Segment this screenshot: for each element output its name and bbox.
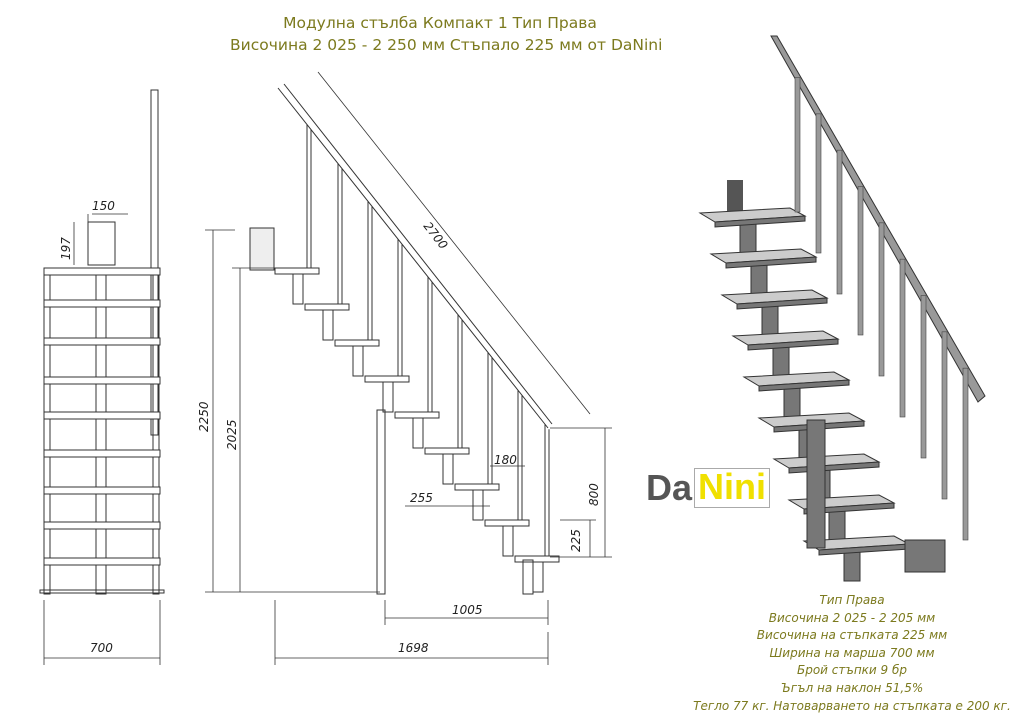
iso-tread-edge	[736, 297, 828, 310]
iso-tread-edge	[725, 256, 817, 269]
end-leg	[522, 559, 534, 595]
iso-tread-edge	[803, 502, 895, 515]
step-front	[43, 267, 161, 276]
handrail-top	[283, 83, 553, 425]
floor-plate	[39, 589, 165, 594]
iso-baluster	[857, 186, 864, 336]
side-view	[249, 83, 560, 595]
spec-type: Тип Права	[819, 593, 885, 607]
dim-rail-length: 2700	[421, 219, 451, 252]
spec-angle: Ъгъл на наклон 51,5%	[780, 680, 924, 695]
handrail	[277, 87, 549, 429]
iso-baluster	[836, 149, 843, 295]
wall-block	[249, 227, 275, 271]
title-line-1: Модулна стълба Компакт 1 Тип Права	[283, 14, 597, 32]
specs-list: Тип Права Височина 2 025 - 2 205 мм Висо…	[680, 592, 1024, 715]
title-line-2: Височина 2 025 - 2 250 мм Стъпало 225 мм…	[230, 36, 663, 54]
support-column	[376, 409, 386, 595]
tread	[424, 447, 470, 455]
dim-base-length: 1005	[452, 603, 483, 617]
tread	[454, 483, 500, 491]
step-front	[43, 376, 161, 385]
stringer-module	[532, 561, 544, 593]
iso-tread-edge	[714, 215, 806, 228]
iso-column	[806, 419, 826, 549]
spec-step-count: Брой стъпки 9 бр	[796, 663, 908, 678]
danini-logo: Da Nini	[646, 467, 771, 508]
stringer-module	[382, 381, 394, 413]
spec-weight: Тегло 77 кг. Натоварването на стъпката е…	[693, 698, 1011, 713]
stringer-module	[352, 345, 364, 377]
iso-base	[904, 539, 946, 573]
iso-tread-edge	[747, 338, 839, 351]
dim-march-width: 700	[90, 641, 113, 655]
step-front	[43, 486, 161, 495]
dim-tread-overhang: 180	[494, 453, 517, 467]
step-front	[43, 337, 161, 346]
iso-baluster	[899, 258, 906, 418]
stringer-module	[292, 273, 304, 305]
spec-height: Височина 2 025 - 2 205 мм	[768, 610, 936, 625]
isometric-view	[698, 35, 986, 582]
tread	[394, 411, 440, 419]
dim-step-height: 225	[569, 529, 583, 552]
stringer-module	[502, 525, 514, 557]
dim-post-height: 800	[587, 483, 601, 506]
step-front	[43, 411, 161, 420]
dim-tread-depth: 255	[410, 491, 433, 505]
step-front	[43, 449, 161, 458]
tread	[364, 375, 410, 383]
logo-da: Da	[646, 467, 693, 508]
dim-bracket-height: 197	[59, 237, 73, 260]
tread	[304, 303, 350, 311]
iso-baluster	[794, 77, 801, 213]
iso-baluster	[941, 331, 948, 500]
dimension-lines	[43, 71, 612, 665]
stringer-module	[322, 309, 334, 341]
stringer-module	[412, 417, 424, 449]
handrail-post	[150, 89, 159, 436]
dim-bracket-width: 150	[92, 199, 115, 213]
dim-total-height: 2250	[197, 401, 211, 432]
dim-total-length: 1698	[398, 641, 429, 655]
step-front	[43, 299, 161, 308]
iso-handrail	[770, 35, 986, 403]
dim-floor-height: 2025	[225, 419, 239, 450]
wall-bracket	[87, 221, 116, 266]
stringer-module	[442, 453, 454, 485]
left-leg	[43, 267, 51, 595]
iso-baluster	[878, 222, 885, 377]
stringer-module	[472, 489, 484, 521]
tread	[334, 339, 380, 347]
page-title: Модулна стълба Компакт 1 Тип Права Височ…	[230, 12, 663, 56]
tread	[274, 267, 320, 275]
step-front	[43, 521, 161, 530]
step-front	[43, 557, 161, 566]
iso-tread-edge	[758, 379, 850, 392]
front-view	[39, 89, 165, 595]
iso-baluster	[962, 367, 969, 541]
spec-step-height: Височина на стъпката 225 мм	[756, 628, 948, 643]
center-column	[95, 267, 107, 595]
iso-baluster	[815, 113, 822, 254]
iso-baluster	[920, 295, 927, 459]
logo-nini: Nini	[694, 468, 771, 508]
tread	[484, 519, 530, 527]
spec-width: Ширина на марша 700 мм	[769, 645, 935, 660]
dimension-line	[317, 71, 591, 415]
